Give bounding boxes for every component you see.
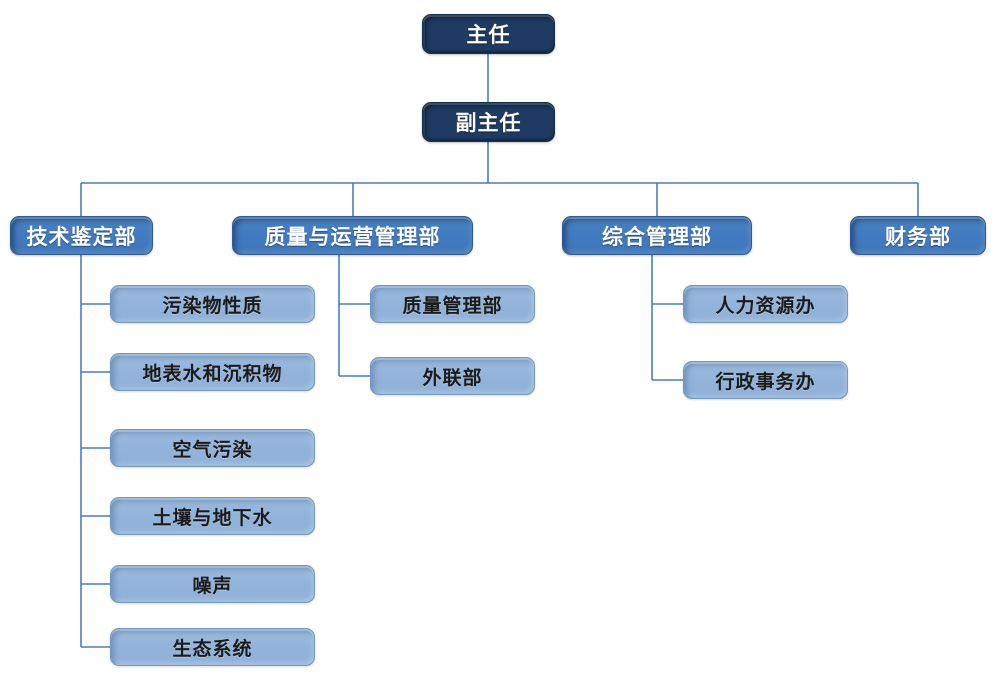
node-sub-liaison[interactable]: 外联部: [370, 357, 535, 395]
node-sub-noise[interactable]: 噪声: [110, 565, 315, 603]
node-dept-general-administration[interactable]: 综合管理部: [562, 216, 752, 255]
node-sub-pollutant-properties[interactable]: 污染物性质: [110, 285, 315, 323]
node-dept-finance[interactable]: 财务部: [850, 216, 986, 255]
node-sub-surface-water-sediment[interactable]: 地表水和沉积物: [110, 353, 315, 391]
node-dept-technical[interactable]: 技术鉴定部: [10, 216, 153, 255]
node-sub-human-resources[interactable]: 人力资源办: [683, 285, 848, 323]
node-dept-quality-operations[interactable]: 质量与运营管理部: [232, 216, 473, 255]
node-sub-administrative-affairs[interactable]: 行政事务办: [683, 361, 848, 399]
node-deputy-director[interactable]: 副主任: [422, 102, 555, 142]
node-sub-quality-management[interactable]: 质量管理部: [370, 285, 535, 323]
node-sub-air-pollution[interactable]: 空气污染: [110, 429, 315, 467]
node-sub-soil-groundwater[interactable]: 土壤与地下水: [110, 497, 315, 535]
node-director[interactable]: 主任: [422, 14, 555, 54]
node-sub-ecosystem[interactable]: 生态系统: [110, 628, 315, 666]
